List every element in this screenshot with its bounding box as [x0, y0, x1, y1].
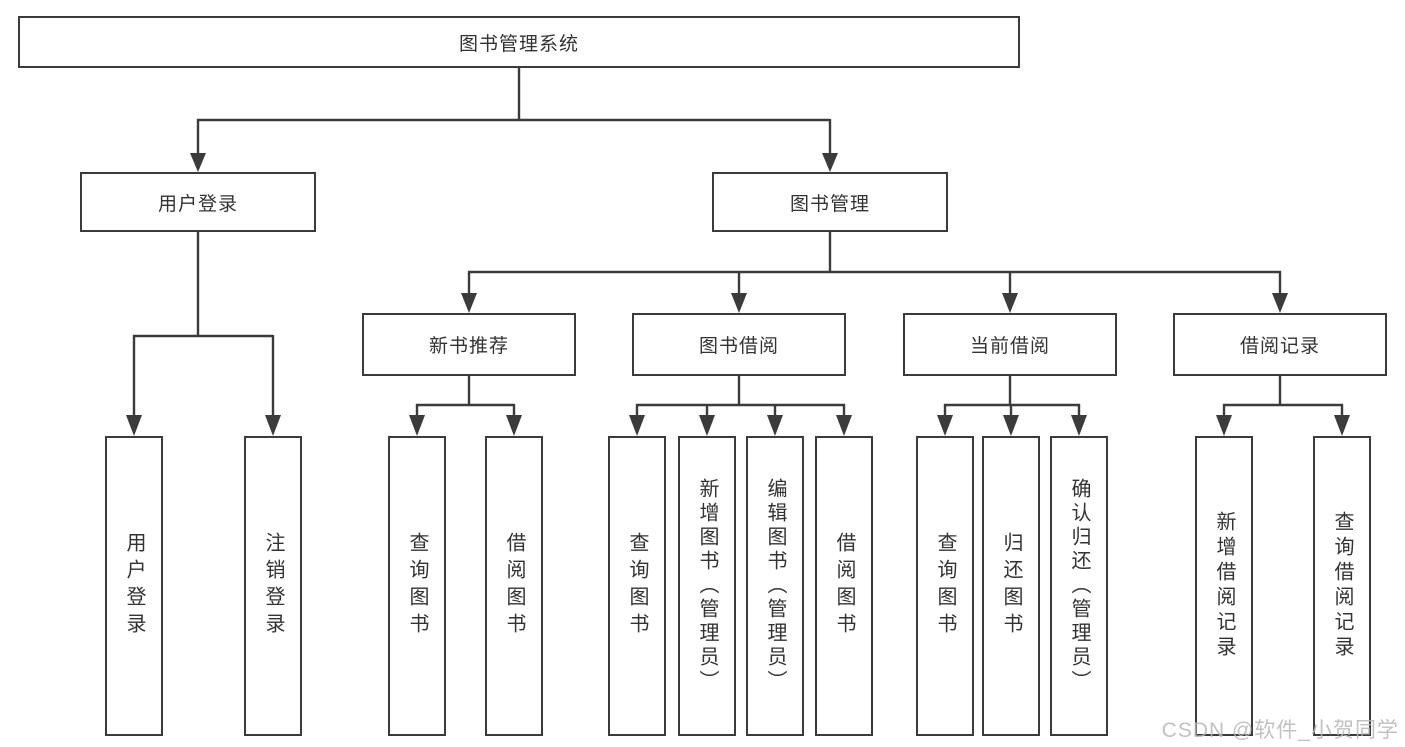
leaf-return-books: 归还图书 [982, 436, 1040, 736]
node-root: 图书管理系统 [18, 16, 1020, 68]
leaf-newbook-query-books-label: 查询图书 [406, 532, 428, 640]
node-book-management-label: 图书管理 [789, 193, 870, 215]
leaf-add-books-admin-label: 新增图书（管理员） [696, 478, 718, 694]
leaf-newbook-borrow-books: 借阅图书 [485, 436, 543, 736]
leaf-add-borrow-record: 新增借阅记录 [1195, 436, 1253, 736]
leaf-newbook-query-books: 查询图书 [388, 436, 446, 736]
node-root-label: 图书管理系统 [458, 33, 579, 55]
leaf-user-login-label: 用户登录 [123, 532, 145, 640]
node-new-book-recommend-label: 新书推荐 [428, 336, 509, 357]
leaf-add-borrow-record-label: 新增借阅记录 [1213, 511, 1235, 661]
node-book-borrowing-label: 图书借阅 [698, 336, 779, 357]
node-book-borrowing: 图书借阅 [632, 313, 846, 376]
node-book-management: 图书管理 [712, 172, 948, 232]
node-borrowing-records: 借阅记录 [1173, 313, 1387, 376]
leaf-current-query-books: 查询图书 [916, 436, 974, 736]
node-new-book-recommend: 新书推荐 [362, 313, 576, 376]
leaf-borrowing-query-books: 查询图书 [608, 436, 666, 736]
leaf-query-borrow-record: 查询借阅记录 [1313, 436, 1371, 736]
leaf-user-login: 用户登录 [105, 436, 163, 736]
leaf-edit-books-admin: 编辑图书（管理员） [746, 436, 804, 736]
leaf-edit-books-admin-label: 编辑图书（管理员） [764, 478, 786, 694]
leaf-logout: 注销登录 [244, 436, 302, 736]
node-user-login: 用户登录 [80, 172, 316, 232]
leaf-borrowing-borrow-books: 借阅图书 [815, 436, 873, 736]
leaf-return-books-label: 归还图书 [1000, 532, 1022, 640]
leaf-borrowing-query-books-label: 查询图书 [626, 532, 648, 640]
leaf-confirm-return-admin-label: 确认归还（管理员） [1068, 478, 1090, 694]
leaf-logout-label: 注销登录 [262, 532, 284, 640]
leaf-borrowing-borrow-books-label: 借阅图书 [833, 532, 855, 640]
node-borrowing-records-label: 借阅记录 [1239, 336, 1320, 357]
csdn-watermark: CSDN @软件_小贺同学 [1161, 719, 1399, 742]
leaf-confirm-return-admin: 确认归还（管理员） [1050, 436, 1108, 736]
leaf-newbook-borrow-books-label: 借阅图书 [503, 532, 525, 640]
node-current-borrowing: 当前借阅 [903, 313, 1117, 376]
node-user-login-label: 用户登录 [157, 193, 238, 215]
leaf-current-query-books-label: 查询图书 [934, 532, 956, 640]
node-current-borrowing-label: 当前借阅 [969, 336, 1050, 357]
leaf-add-books-admin: 新增图书（管理员） [678, 436, 736, 736]
leaf-query-borrow-record-label: 查询借阅记录 [1331, 511, 1353, 661]
